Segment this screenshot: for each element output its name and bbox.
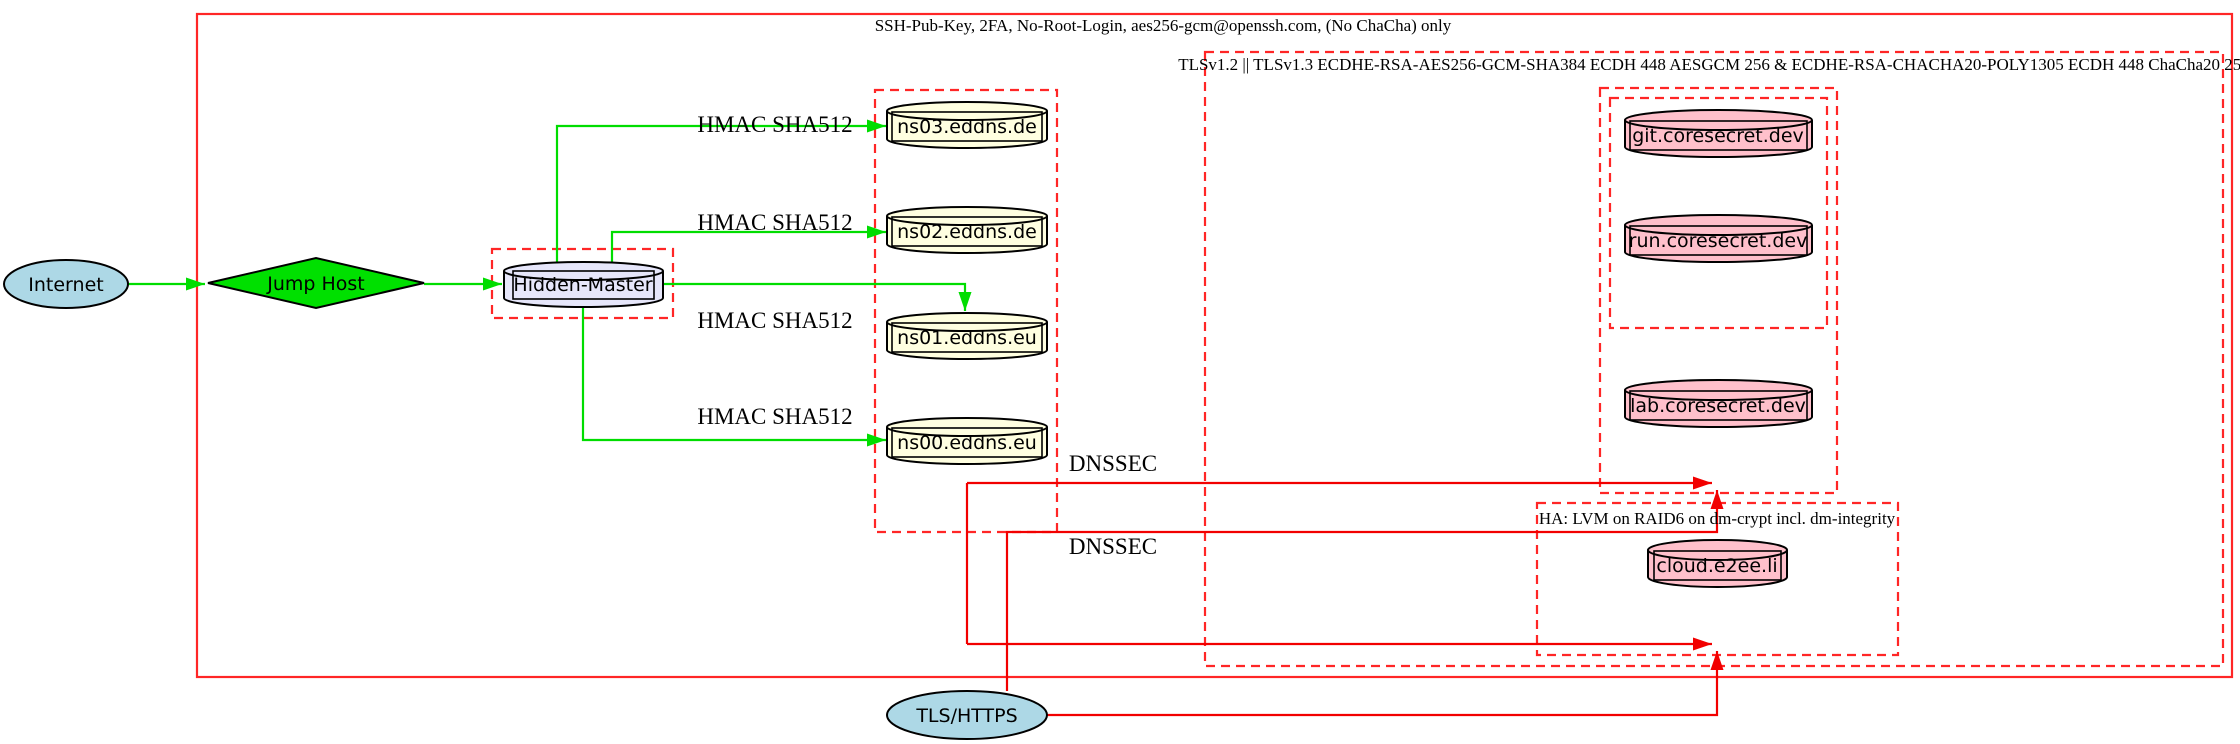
ns03-cylinder-cap (886, 110, 1048, 121)
hiddenmaster-label: Hidden-Master (513, 274, 652, 296)
cluster-ssh-policy (195, 12, 2234, 679)
cluster-labels: SSH-Pub-Key, 2FA, No-Root-Login, aes256-… (875, 16, 2240, 528)
dnssec-label-top: DNSSEC (1069, 451, 1157, 476)
cluster-ssh-label: SSH-Pub-Key, 2FA, No-Root-Login, aes256-… (875, 16, 1452, 35)
node-cloud-e2ee: cloud.e2ee.li (1647, 539, 1788, 588)
edge-hiddenmaster-ns00 (581, 305, 886, 447)
ns01-labelbox (891, 322, 1043, 353)
jumphost-label: Jump Host (266, 273, 365, 295)
edge-tlshttps-to-ha (1047, 651, 1724, 717)
dnssec-tls-edges (965, 476, 1724, 717)
node-git-coresecret: git.coresecret.dev (1624, 109, 1813, 158)
internet-label: Internet (28, 274, 103, 296)
cluster-tls-label: TLSv1.2 || TLSv1.3 ECDHE-RSA-AES256-GCM-… (1178, 55, 2240, 74)
ns02-label: ns02.eddns.de (897, 221, 1037, 243)
ns00-labelbox (891, 427, 1043, 458)
hmac-label-ns02: HMAC SHA512 (697, 210, 852, 235)
edge-tlshttps-to-coresecret (1005, 490, 1724, 691)
node-jump-host: Jump Host (207, 256, 425, 310)
tlshttps-ellipse (886, 690, 1048, 740)
cluster-coresecret-outer (1598, 86, 1839, 495)
cluster-ha-label: HA: LVM on RAID6 on dm-crypt incl. dm-in… (1539, 509, 1896, 528)
git-label: git.coresecret.dev (1632, 125, 1804, 147)
node-ns02: ns02.eddns.de (886, 206, 1048, 254)
ns02-labelbox (891, 216, 1043, 247)
run-cylinder-cap (1624, 224, 1813, 236)
node-tls-https: TLS/HTTPS (886, 690, 1048, 740)
node-internet: Internet (3, 259, 129, 309)
node-ns03: ns03.eddns.de (886, 101, 1048, 149)
hmac-label-ns00: HMAC SHA512 (697, 404, 852, 429)
ns03-labelbox (891, 111, 1043, 142)
ns00-cylinder (886, 417, 1048, 465)
cloud-cylinder-cap (1647, 549, 1788, 561)
edge-hiddenmaster-ns03 (555, 119, 886, 265)
cloud-label: cloud.e2ee.li (1656, 555, 1777, 577)
cloud-labelbox (1653, 550, 1782, 581)
cluster-tls (1203, 50, 2225, 668)
hmac-label-ns01: HMAC SHA512 (697, 308, 852, 333)
ns03-cylinder (886, 101, 1048, 149)
node-hidden-master: Hidden-Master (503, 261, 664, 308)
edge-labels: HMAC SHA512 HMAC SHA512 HMAC SHA512 HMAC… (697, 112, 1157, 559)
hiddenmaster-cylinder (503, 261, 664, 308)
node-ns01: ns01.eddns.eu (886, 312, 1048, 360)
git-labelbox (1629, 120, 1808, 151)
run-label: run.coresecret.dev (1629, 230, 1808, 252)
git-cylinder-cap (1624, 119, 1813, 131)
ns03-label: ns03.eddns.de (897, 116, 1037, 138)
tlshttps-label: TLS/HTTPS (915, 705, 1017, 727)
node-run-coresecret: run.coresecret.dev (1624, 214, 1813, 263)
ns01-label: ns01.eddns.eu (897, 327, 1037, 349)
internet-ellipse (3, 259, 129, 309)
dnssec-label-bottom: DNSSEC (1069, 534, 1157, 559)
hmac-edges (128, 119, 972, 447)
lab-labelbox (1629, 390, 1808, 421)
ns02-cylinder (886, 206, 1048, 254)
nodes: Internet Jump Host Hidden-Master ns03.ed… (3, 101, 1813, 740)
ns01-cylinder-cap (886, 321, 1048, 332)
jumphost-diamond (207, 256, 425, 310)
edge-hiddenmaster-ns02 (610, 225, 886, 265)
hiddenmaster-labelbox (512, 270, 655, 300)
run-labelbox (1629, 225, 1808, 256)
edge-hiddenmaster-ns01 (663, 282, 972, 311)
lab-label: lab.coresecret.dev (1630, 395, 1806, 417)
cluster-dns-servers (873, 88, 1059, 534)
node-ns00: ns00.eddns.eu (886, 417, 1048, 465)
node-lab-coresecret: lab.coresecret.dev (1624, 379, 1813, 428)
ns00-cylinder-cap (886, 426, 1048, 437)
clusters (195, 12, 2234, 679)
ns01-cylinder (886, 312, 1048, 360)
hmac-label-ns03: HMAC SHA512 (697, 112, 852, 137)
lab-cylinder-cap (1624, 389, 1813, 401)
cluster-coresecret-inner (1608, 96, 1829, 330)
ns02-cylinder-cap (886, 215, 1048, 226)
ns00-label: ns00.eddns.eu (897, 432, 1037, 454)
